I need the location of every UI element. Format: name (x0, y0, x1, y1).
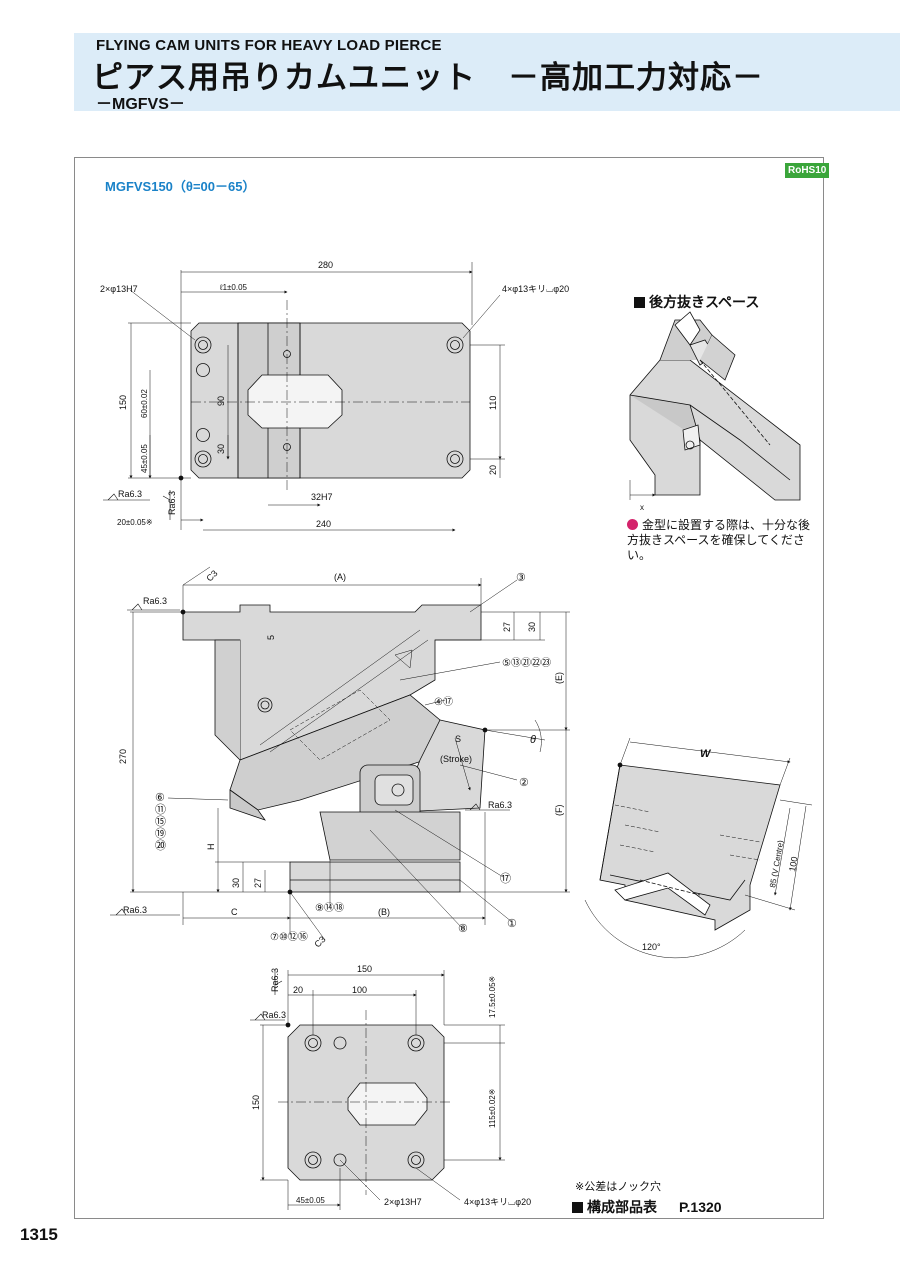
page-number: 1315 (20, 1225, 58, 1244)
svg-text:⑮: ⑮ (155, 815, 166, 828)
rohs-badge: RoHS10 (785, 163, 830, 178)
page-reference[interactable]: P.1320 (679, 1199, 722, 1215)
bottom-view-labels: Ra6.3 Ra6.3 150 20 100 17.5±0.05※ 150 11… (251, 964, 531, 1207)
svg-text:C3: C3 (312, 934, 327, 949)
model-series: －MGFVS－ (96, 96, 185, 113)
svg-text:ℓ1±0.05: ℓ1±0.05 (219, 283, 248, 292)
svg-text:①: ① (507, 918, 517, 930)
svg-text:30: 30 (231, 878, 241, 888)
svg-text:150: 150 (357, 964, 372, 974)
svg-text:2×φ13H7: 2×φ13H7 (100, 284, 138, 294)
svg-text:30: 30 (216, 444, 226, 454)
svg-text:②: ② (519, 777, 529, 789)
rear-space-labels: x (640, 503, 644, 512)
svg-text:30: 30 (527, 622, 537, 632)
svg-text:(E): (E) (554, 672, 564, 684)
drawing-frame (74, 157, 824, 1219)
svg-text:θ: θ (530, 734, 536, 746)
svg-text:100: 100 (787, 856, 799, 873)
svg-text:W: W (700, 748, 712, 760)
svg-text:(F): (F) (554, 805, 564, 817)
svg-text:20±0.05※: 20±0.05※ (117, 518, 153, 527)
svg-text:⑤⑬㉑㉒㉓: ⑤⑬㉑㉒㉓ (502, 657, 551, 669)
svg-text:32H7: 32H7 (311, 492, 333, 502)
svg-text:③: ③ (516, 572, 526, 584)
svg-text:Ra6.3: Ra6.3 (488, 800, 512, 810)
rear-space-view (629, 311, 801, 501)
svg-text:2×φ13H7: 2×φ13H7 (384, 1197, 422, 1207)
svg-text:150: 150 (251, 1095, 261, 1110)
svg-text:115±0.02※: 115±0.02※ (488, 1089, 497, 1128)
rear-space-note: 金型に設置する際は、十分な後方抜きスペースを確保してください。 (627, 518, 811, 562)
svg-text:270: 270 (118, 749, 128, 764)
svg-text:Ra6.3: Ra6.3 (118, 489, 142, 499)
svg-text:4×φ13キリ⌴φ20: 4×φ13キリ⌴φ20 (502, 284, 569, 294)
driver (399, 719, 486, 813)
bottom-view (250, 970, 505, 1210)
tolerance-note: ※公差はノック穴 (575, 1180, 661, 1193)
svg-text:⑨⑭⑱: ⑨⑭⑱ (315, 902, 344, 914)
punch-holder (229, 789, 267, 821)
svg-text:⑧: ⑧ (458, 923, 468, 935)
svg-text:20: 20 (488, 465, 498, 475)
svg-text:45±0.05: 45±0.05 (296, 1196, 325, 1205)
svg-text:Ra6.3: Ra6.3 (262, 1010, 286, 1020)
svg-text:110: 110 (488, 396, 498, 410)
svg-text:85 (V Centre): 85 (V Centre) (768, 839, 785, 888)
svg-text:④⑰: ④⑰ (434, 696, 453, 708)
svg-text:(A): (A) (334, 572, 346, 582)
svg-text:27: 27 (502, 622, 512, 632)
svg-text:(B): (B) (378, 907, 390, 917)
model-label: MGFVS150（θ=00－65） (105, 179, 256, 194)
lower-block (319, 811, 461, 861)
svg-text:45±0.05: 45±0.05 (140, 444, 149, 473)
svg-text:⑳: ⑳ (155, 839, 166, 852)
svg-text:280: 280 (318, 260, 333, 270)
svg-text:⑦⑩⑫⑯: ⑦⑩⑫⑯ (270, 931, 308, 943)
svg-text:240: 240 (316, 519, 331, 529)
svg-text:4×φ13キリ⌴φ20: 4×φ13キリ⌴φ20 (464, 1197, 531, 1207)
top-view (103, 262, 505, 532)
top-view-holes (194, 336, 464, 468)
rear-space-title: 後方抜きスペース (634, 292, 759, 312)
side-view (110, 566, 570, 941)
top-view-labels: 280 ℓ1±0.05 2×φ13H7 4×φ13キリ⌴φ20 150 60±0… (100, 260, 569, 529)
svg-text:5: 5 (266, 635, 276, 640)
svg-text:C3: C3 (204, 568, 219, 583)
svg-text:C: C (231, 907, 238, 917)
v-view (584, 737, 813, 959)
svg-text:Ra6.3: Ra6.3 (123, 905, 147, 915)
square-bullet-icon (572, 1202, 583, 1213)
svg-text:90: 90 (216, 396, 226, 406)
page-title: ピアス用吊りカムユニット －高加工力対応－ (92, 60, 764, 96)
base-plate (289, 861, 461, 893)
subtitle-en: FLYING CAM UNITS FOR HEAVY LOAD PIERCE (96, 37, 442, 54)
svg-text:x: x (640, 503, 644, 512)
svg-text:100: 100 (352, 985, 367, 995)
svg-text:⑪: ⑪ (155, 803, 166, 816)
svg-text:27: 27 (253, 878, 263, 888)
svg-text:H: H (206, 844, 216, 851)
v-notch (614, 872, 711, 916)
side-view-labels: C3 (A) Ra6.3 5 27 30 (E) 270 θ S (Stroke… (118, 568, 564, 949)
header-band (74, 33, 900, 111)
svg-text:150: 150 (118, 395, 128, 410)
svg-text:Ra6.3: Ra6.3 (270, 968, 280, 992)
svg-text:17.5±0.05※: 17.5±0.05※ (488, 976, 497, 1018)
svg-text:⑥: ⑥ (155, 792, 165, 804)
square-bullet-icon (634, 297, 645, 308)
svg-text:120°: 120° (642, 942, 661, 952)
svg-text:(Stroke): (Stroke) (440, 754, 472, 764)
svg-text:Ra6.3: Ra6.3 (167, 491, 177, 515)
svg-text:60±0.02: 60±0.02 (140, 389, 149, 418)
pin-icon (627, 519, 638, 530)
svg-text:S: S (455, 734, 461, 744)
svg-text:⑲: ⑲ (155, 827, 166, 840)
svg-text:⑰: ⑰ (500, 872, 511, 885)
svg-text:Ra6.3: Ra6.3 (143, 596, 167, 606)
svg-text:20: 20 (293, 985, 303, 995)
